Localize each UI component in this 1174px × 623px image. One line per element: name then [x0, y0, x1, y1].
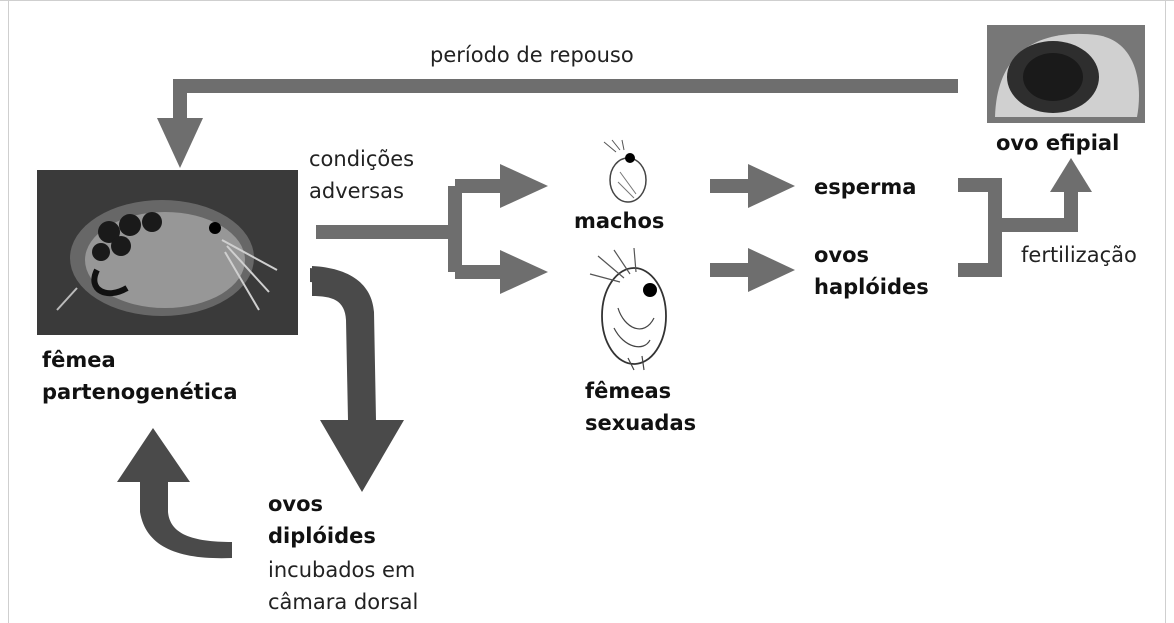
- diploid-eggs-label-line2: diplóides: [268, 524, 376, 548]
- females-to-eggs-arrowhead: [748, 248, 795, 292]
- fertilization-label: fertilização: [1021, 243, 1137, 267]
- diploid-eggs-label-line1: ovos: [268, 492, 324, 516]
- adverse-conditions-label-line2: adversas: [309, 179, 404, 203]
- sexual-females-label-line2: sexuadas: [585, 411, 697, 435]
- resting-period-arrow: [173, 79, 958, 120]
- males-label: machos: [574, 209, 665, 233]
- male-daphnia-icon: [603, 139, 647, 203]
- frame-top-border: [0, 0, 1174, 1]
- frame-right-border: [1165, 0, 1166, 623]
- parthenogenetic-female-label-line1: fêmea: [42, 348, 116, 372]
- adverse-conditions-branch: [316, 179, 505, 279]
- to-diploid-eggs-arrow-body: [312, 266, 404, 492]
- parthenogenetic-female-photo: [37, 170, 298, 335]
- egg-icon: [995, 33, 1139, 117]
- to-males-arrowhead: [500, 164, 548, 208]
- frame-left-border: [8, 0, 9, 623]
- ephippial-egg-label: ovo efipial: [996, 131, 1120, 155]
- adverse-conditions-label-line1: condições: [309, 147, 415, 171]
- haploid-eggs-label-line2: haplóides: [814, 275, 929, 299]
- to-sexual-females-arrowhead: [500, 250, 548, 294]
- resting-period-arrowhead: [157, 118, 203, 168]
- incubated-label-line2: câmara dorsal: [268, 590, 419, 614]
- males-to-sperm-arrowhead: [748, 164, 795, 208]
- daphnia-icon: [56, 200, 278, 316]
- return-to-female-arrow: [117, 428, 232, 559]
- sperm-label: esperma: [814, 175, 917, 199]
- sexual-females-label-line1: fêmeas: [585, 379, 672, 403]
- resting-period-label: período de repouso: [430, 43, 634, 67]
- fertilization-arrowhead: [1050, 158, 1092, 192]
- parthenogenetic-female-label-line2: partenogenética: [42, 380, 238, 404]
- incubated-label-line1: incubados em: [268, 558, 416, 582]
- fertilization-join: [958, 178, 1078, 277]
- ephippial-egg-photo: [987, 25, 1145, 123]
- haploid-eggs-label-line1: ovos: [814, 243, 870, 267]
- sexual-female-daphnia-icon: [589, 248, 667, 371]
